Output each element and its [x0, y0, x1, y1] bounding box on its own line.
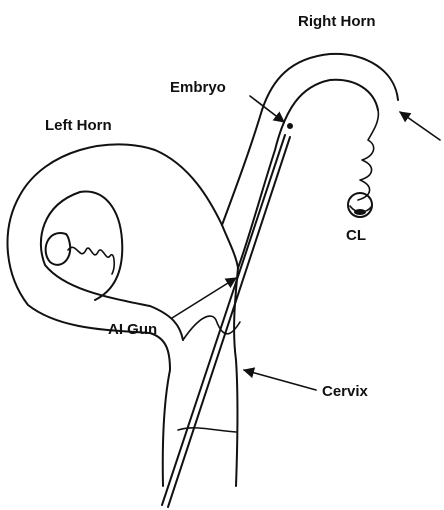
ai-gun-shaft-right	[168, 137, 290, 507]
oviduct-coil	[358, 110, 378, 200]
left-horn-coil	[68, 247, 114, 274]
right-horn-label: Right Horn	[298, 14, 375, 29]
left-horn-ovary	[46, 233, 71, 265]
corpus-luteum-label: CL	[346, 228, 366, 243]
embryo-label: Embryo	[170, 80, 226, 95]
ai-gun-shaft-left	[162, 135, 285, 505]
cervix-label: Cervix	[322, 384, 368, 399]
right-horn-edge-pointer	[400, 112, 440, 140]
ai-gun-label: AI Gun	[108, 322, 157, 337]
left-horn-label: Left Horn	[45, 118, 112, 133]
corpus-luteum-ovary	[348, 193, 372, 217]
embryo-dot	[287, 123, 293, 129]
left-horn-outer-wall	[8, 144, 222, 486]
embryo-pointer	[250, 96, 284, 122]
cervix-pointer	[244, 370, 316, 390]
right-horn-junction	[222, 225, 238, 268]
cervix-ring	[183, 316, 240, 340]
left-horn-inner-wall	[41, 192, 183, 340]
